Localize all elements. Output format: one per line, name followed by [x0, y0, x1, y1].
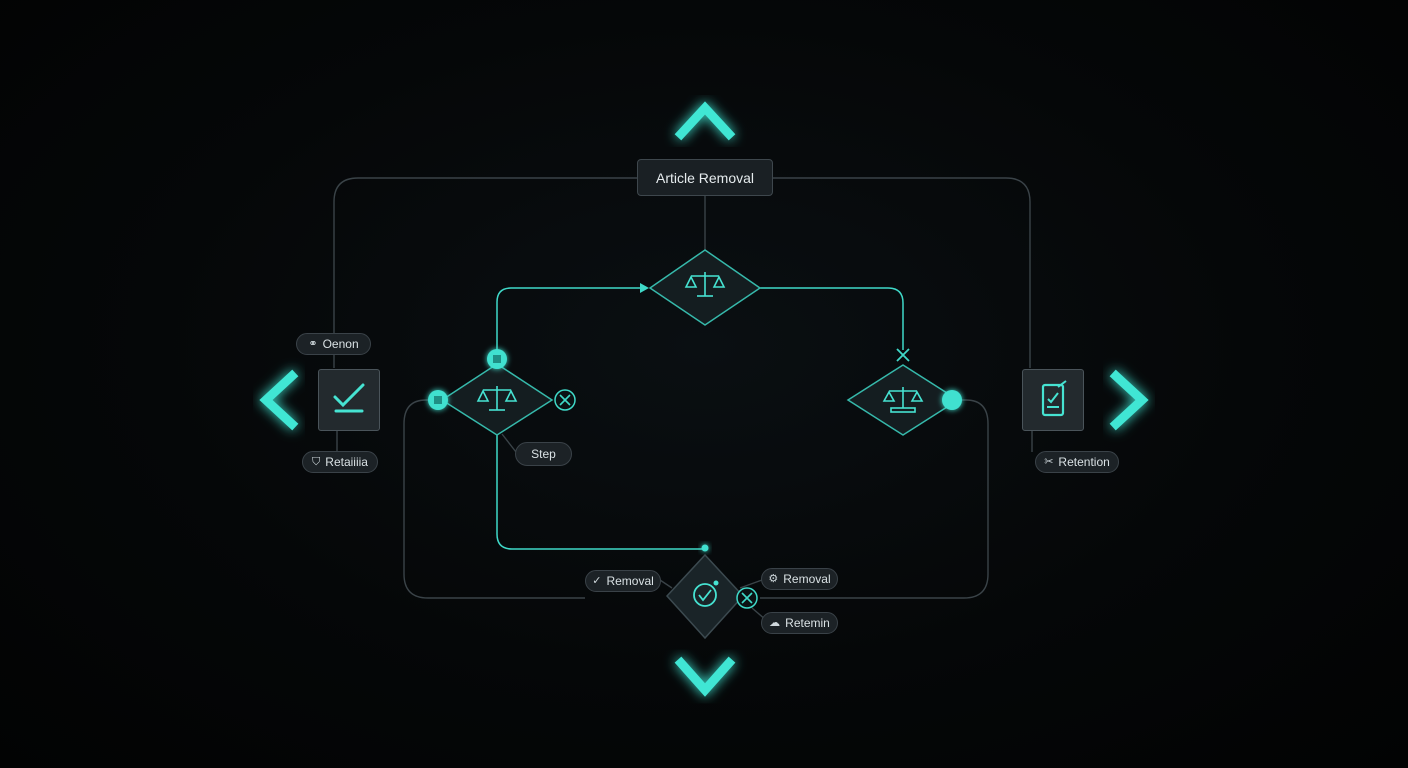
close-icon[interactable] — [554, 389, 576, 411]
shield-icon: ⛉ — [312, 455, 321, 468]
page-title[interactable]: Article Removal — [637, 159, 773, 196]
arrowhead — [640, 283, 649, 293]
junction-dot — [701, 544, 709, 552]
decision-node-right[interactable] — [846, 364, 960, 436]
label-text: Step — [531, 447, 556, 461]
label-retention[interactable]: ✂ Retention — [1035, 451, 1119, 473]
connector-teal-top-left — [496, 287, 644, 350]
connector-bottom-loop-right — [760, 399, 989, 599]
chevron-down-icon[interactable] — [674, 656, 736, 697]
scissors-icon: ✂ — [1044, 455, 1054, 468]
connector-outer-left — [333, 177, 637, 368]
label-text: Retemin — [785, 616, 830, 630]
connector-removal-right-top — [739, 579, 763, 589]
connector-step — [501, 433, 517, 453]
port-square-icon — [493, 355, 501, 363]
connector-teal-left-down — [496, 434, 705, 550]
chevron-left-icon[interactable] — [259, 369, 299, 431]
connector-outer-right — [773, 177, 1031, 368]
decision-node-top[interactable] — [648, 249, 762, 326]
label-removal-left[interactable]: ✓ Removal — [585, 570, 661, 592]
check-icon: ✓ — [592, 574, 602, 587]
label-text: Oenon — [322, 337, 359, 351]
link-icon: ⚭ — [308, 337, 318, 350]
connector-removal-left — [659, 579, 673, 589]
check-icon-card — [333, 383, 365, 413]
chevron-up-icon[interactable] — [674, 101, 736, 141]
label-retemin[interactable]: ☁ Retemin — [761, 612, 838, 634]
label-step[interactable]: Step — [515, 442, 572, 466]
junction-dot — [713, 580, 719, 586]
label-text: Retention — [1058, 455, 1110, 469]
connector-bottom-loop-left — [403, 399, 585, 599]
label-oenon[interactable]: ⚭ Oenon — [296, 333, 371, 355]
label-retaiiiia[interactable]: ⛉ Retaiiiia — [302, 451, 378, 473]
port-square-icon — [434, 396, 442, 404]
gear-icon: ⚙ — [768, 572, 779, 585]
outer-connectors — [333, 177, 1033, 621]
label-text: Removal — [606, 574, 654, 588]
decision-node-bottom[interactable] — [665, 553, 745, 640]
decision-node-left[interactable] — [440, 363, 554, 436]
node-port-right[interactable] — [942, 390, 962, 410]
connector-teal-top-right — [760, 287, 904, 350]
scales-icon — [476, 386, 518, 411]
label-text: Removal — [783, 572, 831, 586]
scales-icon — [684, 272, 726, 297]
label-text: Retaiiiia — [325, 455, 368, 469]
scales-icon — [882, 387, 924, 413]
check-circle-icon — [693, 583, 717, 607]
close-icon[interactable] — [896, 348, 910, 362]
cloud-icon: ☁ — [769, 616, 781, 629]
chevron-right-icon[interactable] — [1109, 369, 1149, 431]
teal-connectors — [496, 287, 904, 550]
label-removal-right[interactable]: ⚙ Removal — [761, 568, 838, 590]
close-icon[interactable] — [736, 587, 758, 609]
clipboard-edit-icon — [1041, 380, 1067, 417]
